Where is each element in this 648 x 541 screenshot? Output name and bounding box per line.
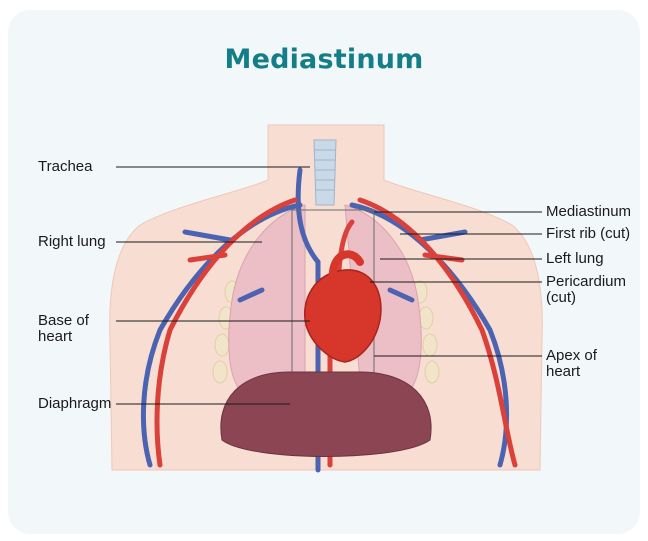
label-apex-of-heart: Apex of heart <box>546 348 597 380</box>
label-first-rib: First rib (cut) <box>546 226 630 242</box>
label-diaphragm: Diaphragm <box>38 396 111 412</box>
diaphragm-shape <box>221 372 431 457</box>
label-pericardium: Pericardium (cut) <box>546 274 626 306</box>
label-mediastinum: Mediastinum <box>546 204 631 220</box>
label-trachea: Trachea <box>38 159 92 175</box>
label-right-lung: Right lung <box>38 234 106 250</box>
label-base-of-heart: Base of heart <box>38 313 89 345</box>
label-left-lung: Left lung <box>546 251 604 267</box>
